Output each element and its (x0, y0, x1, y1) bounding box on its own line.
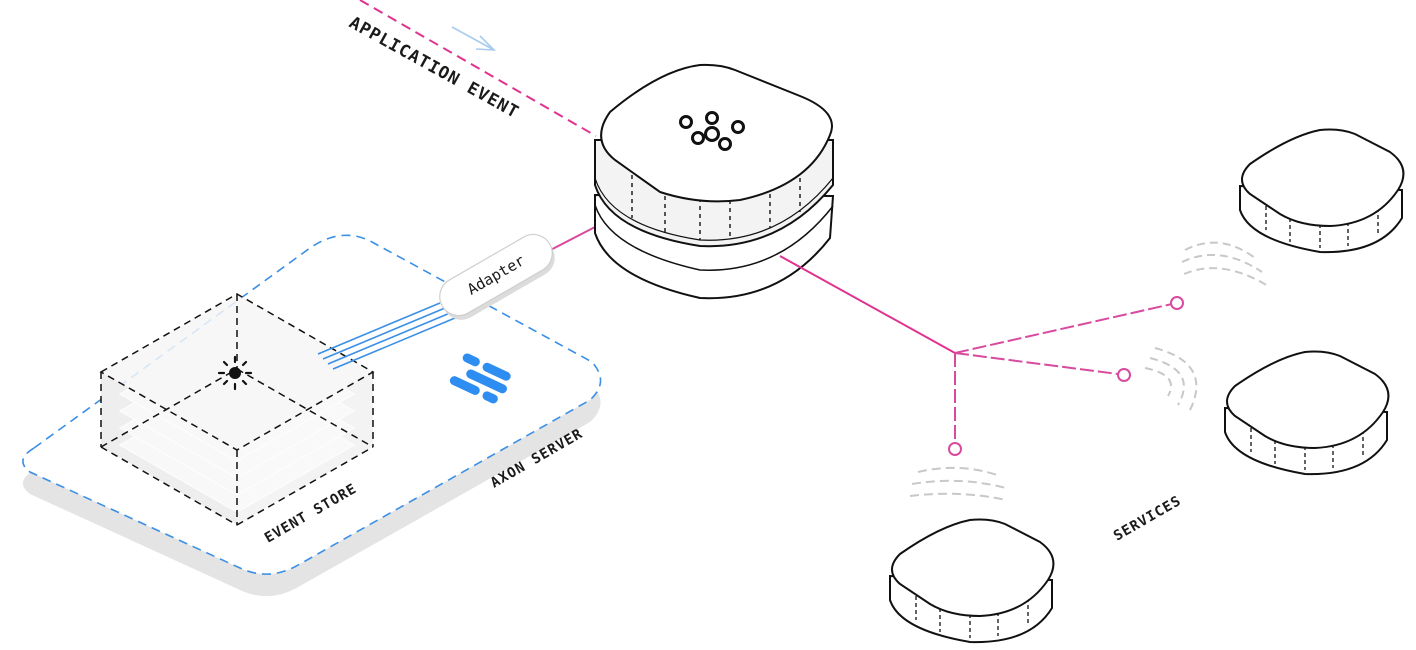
kafka-cluster-icon (679, 111, 745, 151)
axon-logo-icon (449, 353, 511, 404)
service-node (1239, 128, 1405, 254)
services-label: SERVICES (1111, 493, 1184, 545)
service-node (889, 518, 1055, 644)
adapter-pill: Adapter (439, 233, 555, 320)
arrow-right-icon (451, 26, 497, 51)
link-endpoint (948, 296, 1184, 456)
service-node (1224, 350, 1390, 476)
application-event-line (359, 0, 597, 137)
application-event-label: APPLICATION EVENT (346, 13, 523, 123)
services-links (779, 255, 1184, 456)
signal-wave-icon (909, 466, 1007, 501)
sun-icon (217, 355, 253, 391)
broker-node (594, 63, 835, 300)
event-store-connector (317, 302, 456, 370)
signal-wave-icon (1181, 241, 1269, 287)
event-store-box (99, 293, 375, 526)
signal-wave-icon (1144, 347, 1198, 415)
